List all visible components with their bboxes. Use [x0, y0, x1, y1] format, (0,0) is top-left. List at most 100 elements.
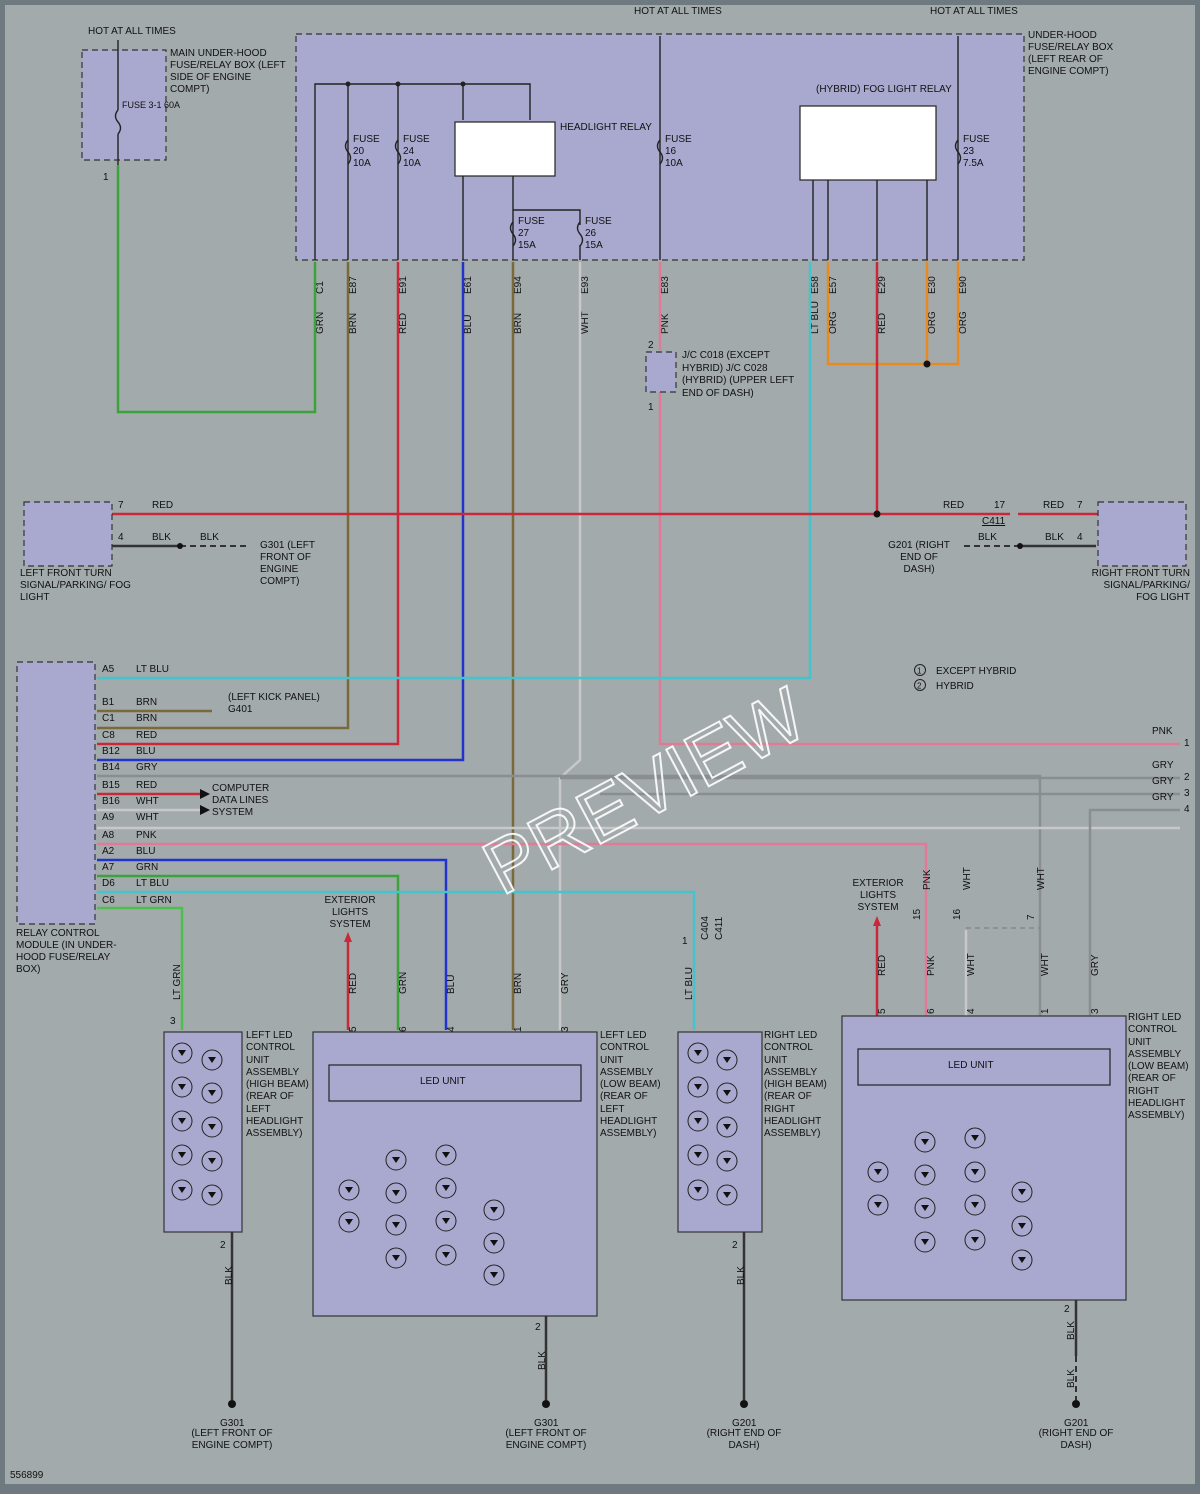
- jc-pin-bottom: 1: [648, 402, 654, 413]
- splice-dot: [923, 360, 931, 368]
- wire-color-label: BLU: [463, 315, 474, 334]
- led-pin: 1: [1040, 1008, 1051, 1014]
- ground-name: G201: [1064, 1418, 1089, 1429]
- module-pin: B15: [102, 780, 120, 791]
- module-pin: C1: [102, 713, 115, 724]
- left-hi-blk: BLK: [224, 1266, 235, 1285]
- led-wire: GRN: [398, 972, 409, 994]
- jc-label: J/C C018 (EXCEPT HYBRID) J/C C028 (HYBRI…: [682, 350, 794, 399]
- module-pin: A8: [102, 830, 115, 841]
- left-led-unit-label: LED UNIT: [420, 1076, 466, 1087]
- conn-pin: 7: [1026, 914, 1037, 920]
- legend-num: 2: [917, 682, 922, 691]
- right-lo-blk: BLK: [1066, 1321, 1077, 1340]
- right-lo-blk2: BLK: [1066, 1369, 1077, 1388]
- ext-lights-right: EXTERIOR LIGHTS SYSTEM: [852, 878, 903, 913]
- fuse-label: FUSE: [353, 134, 380, 145]
- led-wire: GRY: [560, 972, 571, 994]
- led-pin: 4: [966, 1008, 977, 1014]
- wire-color-label: RED: [398, 313, 409, 334]
- ground-name: G301: [534, 1418, 559, 1429]
- ground-group: G301(LEFT FRONT OF ENGINE COMPT)G301(LEF…: [191, 1400, 1114, 1451]
- fuse-rating: 7.5A: [963, 158, 984, 169]
- uh-box-label: UNDER-HOOD FUSE/RELAY BOX (LEFT REAR OF …: [1028, 30, 1113, 77]
- fuse-label: FUSE: [518, 216, 545, 227]
- bus-num: 1: [1184, 738, 1190, 749]
- led-wire: PNK: [926, 955, 937, 976]
- bus-num: 2: [1184, 772, 1190, 783]
- led-wire: RED: [348, 973, 359, 994]
- fuse-label: FUSE: [585, 216, 612, 227]
- wire-color-label: LT BLU: [810, 301, 821, 334]
- legend-text: HYBRID: [936, 681, 974, 692]
- led-pin: 3: [1090, 1008, 1101, 1014]
- terminal-label: E93: [580, 276, 591, 294]
- red-wire-e91: [97, 262, 400, 746]
- under-hood-fuse-box: UNDER-HOOD FUSE/RELAY BOX (LEFT REAR OF …: [295, 6, 1113, 334]
- led-pin: 5: [877, 1008, 888, 1014]
- right-turn-conn: C411: [982, 516, 1006, 527]
- module-pin-color: GRY: [136, 762, 158, 773]
- right-turn-conn-pin: 17: [994, 500, 1006, 511]
- bus-color: PNK: [1152, 726, 1173, 737]
- ground-name: G201: [732, 1418, 757, 1429]
- main-box-label: MAIN UNDER-HOOD FUSE/RELAY BOX (LEFT SID…: [170, 48, 286, 95]
- fuse-rating: 10A: [403, 158, 421, 169]
- left-turn-pin4: 4: [118, 532, 124, 543]
- wire-color-label: RED: [877, 313, 888, 334]
- pnk-wire-a8: [97, 842, 928, 1016]
- legend-text: EXCEPT HYBRID: [936, 666, 1016, 677]
- left-turn-red: RED: [152, 500, 173, 511]
- led-pin: 6: [398, 1026, 409, 1032]
- bus-num: 4: [1184, 804, 1190, 815]
- right-lo-pin-bot: 2: [1064, 1304, 1070, 1315]
- module-pin: C8: [102, 730, 115, 741]
- relay-control-module: RELAY CONTROL MODULE (IN UNDER-HOOD FUSE…: [16, 661, 320, 975]
- ground-loc: (RIGHT END OF DASH): [1039, 1428, 1114, 1451]
- module-pin: D6: [102, 878, 115, 889]
- gry-bus-4: [1088, 808, 1180, 1016]
- grn-wire-a7: [97, 874, 400, 1030]
- fuse-rating: 10A: [665, 158, 683, 169]
- ground-icon: [740, 1400, 748, 1408]
- fuse-number: 27: [518, 228, 530, 239]
- fuse-rating: 10A: [353, 158, 371, 169]
- terminal-label: E29: [877, 276, 888, 294]
- right-turn-blk: BLK: [1045, 532, 1064, 543]
- right-led-lo-label: RIGHT LED CONTROL UNIT ASSEMBLY (LOW BEA…: [1128, 1012, 1189, 1121]
- module-pin-color: RED: [136, 780, 157, 791]
- terminal-label: E90: [958, 276, 969, 294]
- fuse-rating: 15A: [585, 240, 603, 251]
- module-pin: B16: [102, 796, 120, 807]
- module-pin-color: LT GRN: [136, 895, 172, 906]
- module-pin-color: LT BLU: [136, 664, 169, 675]
- terminal-label: E30: [927, 276, 938, 294]
- left-turn-label: LEFT FRONT TURN SIGNAL/PARKING/ FOG LIGH…: [20, 568, 131, 603]
- fuse-icon: [344, 139, 352, 165]
- left-lo-pin-bot: 2: [535, 1322, 541, 1333]
- legend: 1 EXCEPT HYBRID 2 HYBRID: [914, 664, 1016, 692]
- conn-pin: 15: [912, 908, 923, 920]
- module-pin-color: BLU: [136, 846, 155, 857]
- led-wire: BRN: [513, 973, 524, 994]
- module-pin-color: BRN: [136, 713, 157, 724]
- legend-num: 1: [917, 667, 922, 676]
- right-turn-blk2: BLK: [978, 532, 997, 543]
- module-pin: B12: [102, 746, 120, 757]
- main-box-pin: 1: [103, 172, 109, 183]
- ground-name: G301: [220, 1418, 245, 1429]
- wire-color-label: PNK: [660, 313, 671, 334]
- fog-relay-label: (HYBRID) FOG LIGHT RELAY: [816, 84, 952, 95]
- fuse-rating: 15A: [518, 240, 536, 251]
- wire-color-label: ORG: [958, 311, 969, 334]
- terminal-label: E58: [810, 276, 821, 294]
- ltblu-wire-d6: [97, 890, 696, 1030]
- conn-wire: WHT: [1036, 867, 1047, 890]
- right-front-turn-light: RIGHT FRONT TURN SIGNAL/PARKING/ FOG LIG…: [888, 500, 1190, 603]
- module-pin-color: GRN: [136, 862, 158, 873]
- blu-wire-a2: [97, 858, 448, 1030]
- wht-wire-e93: [558, 262, 582, 1030]
- module-pin-color: PNK: [136, 830, 157, 841]
